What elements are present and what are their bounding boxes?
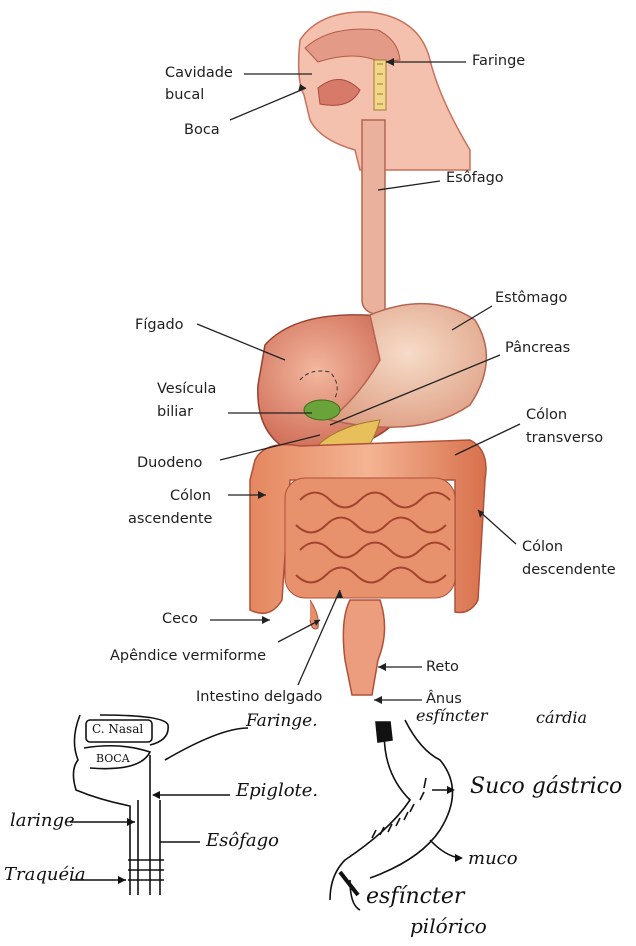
label-colon-transverso-2: transverso bbox=[526, 429, 603, 447]
sketch-label-suco: Suco gástrico bbox=[470, 774, 622, 799]
label-estomago: Estômago bbox=[495, 289, 567, 307]
stomach-sketch bbox=[330, 720, 460, 910]
label-cavidade-2: bucal bbox=[165, 86, 204, 104]
sketch-label-epiglote: Epiglote. bbox=[236, 780, 318, 801]
sketch-label-traqueia: Traquéia bbox=[4, 864, 86, 885]
label-colon-ascendente-2: ascendente bbox=[128, 510, 212, 528]
sketch-label-laringe: laringe bbox=[10, 810, 75, 831]
label-apendice: Apêndice vermiforme bbox=[110, 647, 266, 665]
label-colon-transverso-1: Cólon bbox=[526, 406, 567, 424]
label-reto: Reto bbox=[426, 658, 459, 676]
small-intestine bbox=[285, 478, 455, 598]
label-colon-descendente-1: Cólon bbox=[522, 538, 563, 556]
label-pancreas: Pâncreas bbox=[505, 339, 570, 357]
sketch-label-nasal: C. Nasal bbox=[92, 722, 143, 736]
sketch-label-esfincter-top-2: cárdia bbox=[536, 708, 587, 727]
sketch-label-muco: muco bbox=[468, 848, 518, 869]
label-colon-ascendente-1: Cólon bbox=[170, 487, 211, 505]
stomach-sketch-arrows bbox=[447, 786, 463, 862]
label-esofago: Esôfago bbox=[446, 169, 504, 187]
sketch-label-faringe: Faringe. bbox=[246, 711, 318, 731]
label-boca: Boca bbox=[184, 121, 220, 139]
sketch-label-esfincter-bottom-2: pilórico bbox=[410, 914, 487, 938]
label-ceco: Ceco bbox=[162, 610, 198, 628]
label-duodeno: Duodeno bbox=[137, 454, 202, 472]
label-intestino-delgado: Intestino delgado bbox=[196, 688, 322, 706]
sketch-label-boca: BOCA bbox=[96, 752, 130, 765]
label-vesicula-1: Vesícula bbox=[157, 380, 216, 398]
label-cavidade-1: Cavidade bbox=[165, 64, 233, 82]
label-faringe: Faringe bbox=[472, 52, 525, 70]
sketch-label-esfincter-bottom-1: esfíncter bbox=[366, 884, 464, 909]
rectum bbox=[343, 600, 384, 695]
throat-sketch bbox=[70, 715, 248, 895]
sketch-label-esfincter-top: esfíncter bbox=[416, 706, 488, 725]
sketch-label-esofago: Esôfago bbox=[206, 830, 279, 851]
label-colon-descendente-2: descendente bbox=[522, 561, 616, 579]
label-figado: Fígado bbox=[135, 316, 184, 334]
label-vesicula-2: biliar bbox=[157, 403, 193, 421]
gallbladder bbox=[304, 400, 340, 420]
esophagus bbox=[362, 120, 385, 315]
